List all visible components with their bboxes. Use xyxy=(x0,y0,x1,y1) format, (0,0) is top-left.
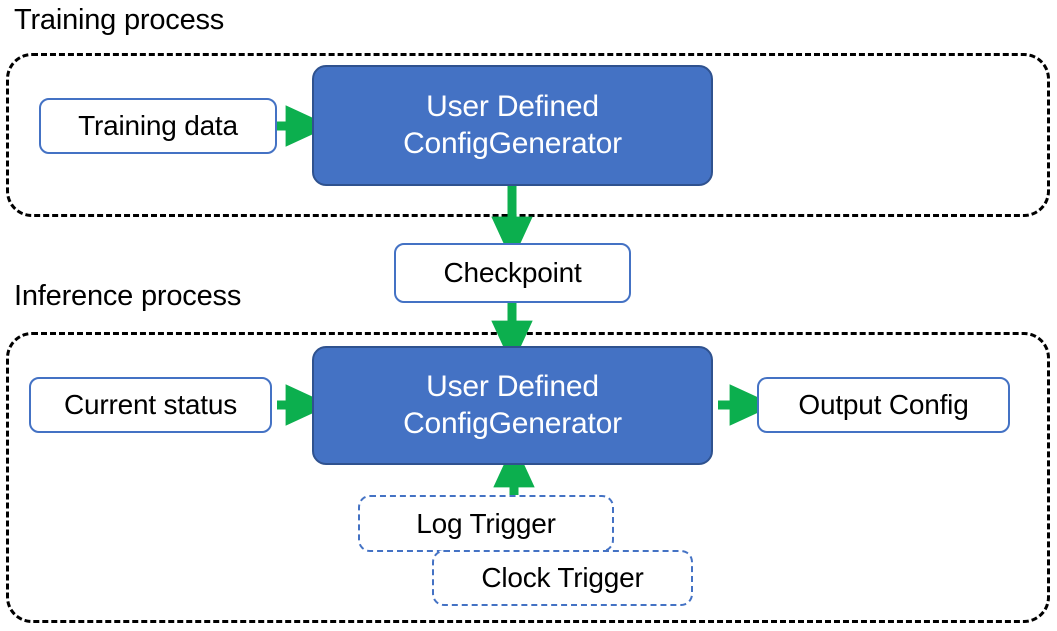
node-inference-config-generator[interactable]: User Defined ConfigGenerator xyxy=(312,346,713,465)
node-training-config-generator-line2: ConfigGenerator xyxy=(403,126,622,160)
node-current-status[interactable]: Current status xyxy=(29,377,272,433)
node-current-status-label: Current status xyxy=(63,389,238,420)
node-log-trigger[interactable]: Log Trigger xyxy=(358,495,614,552)
inference-process-title: Inference process xyxy=(14,280,242,312)
node-log-trigger-label: Log Trigger xyxy=(416,507,556,539)
node-inference-config-generator-line2: ConfigGenerator xyxy=(403,406,622,440)
node-checkpoint-label: Checkpoint xyxy=(443,257,582,288)
node-clock-trigger[interactable]: Clock Trigger xyxy=(432,550,693,606)
node-inference-config-generator-line1: User Defined xyxy=(426,369,599,403)
node-training-data-label: Training data xyxy=(78,110,238,141)
node-output-config-label: Output Config xyxy=(798,389,969,420)
training-process-container xyxy=(6,53,1050,217)
node-clock-trigger-label: Clock Trigger xyxy=(481,562,644,593)
node-training-config-generator[interactable]: User Defined ConfigGenerator xyxy=(312,65,713,186)
node-training-config-generator-line1: User Defined xyxy=(426,89,599,123)
node-training-data[interactable]: Training data xyxy=(39,98,277,154)
training-process-title: Training process xyxy=(14,4,225,36)
node-output-config[interactable]: Output Config xyxy=(757,377,1010,433)
node-checkpoint[interactable]: Checkpoint xyxy=(394,243,631,303)
